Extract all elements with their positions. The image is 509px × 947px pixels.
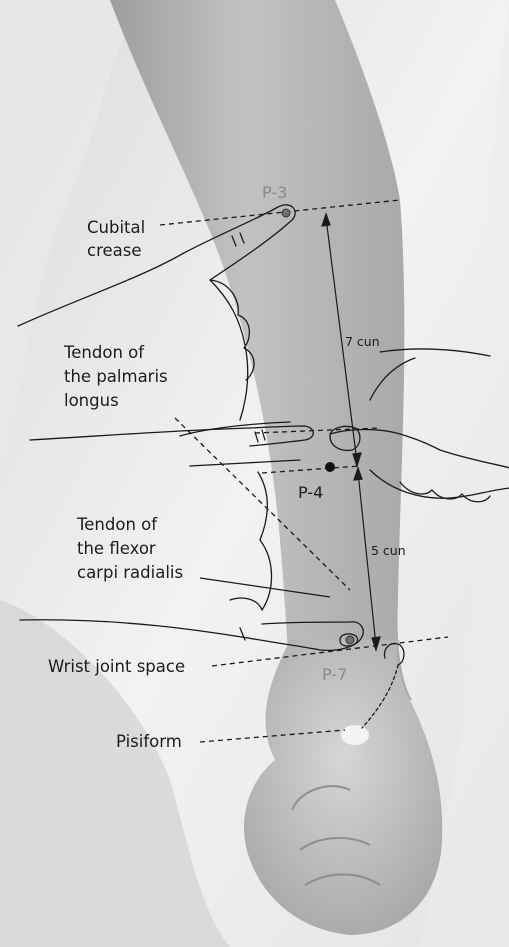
p3-label: P-3 (262, 183, 287, 202)
seven-cun-label: 7 cun (345, 334, 380, 349)
pisiform-highlight (341, 725, 369, 745)
flexor-label-line2: the flexor (77, 539, 156, 558)
pisiform-label: Pisiform (116, 732, 182, 751)
p7-label: P-7 (322, 665, 347, 684)
palmaris-label-line2: the palmaris (64, 367, 168, 386)
p4-point (325, 462, 335, 472)
p7-point (346, 636, 354, 644)
flexor-label-line1: Tendon of (76, 515, 158, 534)
p4-label: P-4 (298, 483, 323, 502)
palmaris-label-line3: longus (64, 391, 119, 410)
five-cun-label: 5 cun (371, 543, 406, 558)
flexor-label-line3: carpi radialis (77, 563, 183, 582)
p3-point (282, 209, 290, 217)
cubital-crease-label-line1: Cubital (87, 218, 145, 237)
cubital-crease-label-line2: crease (87, 241, 142, 260)
palmaris-label-line1: Tendon of (63, 343, 145, 362)
wrist-joint-label: Wrist joint space (48, 657, 185, 676)
